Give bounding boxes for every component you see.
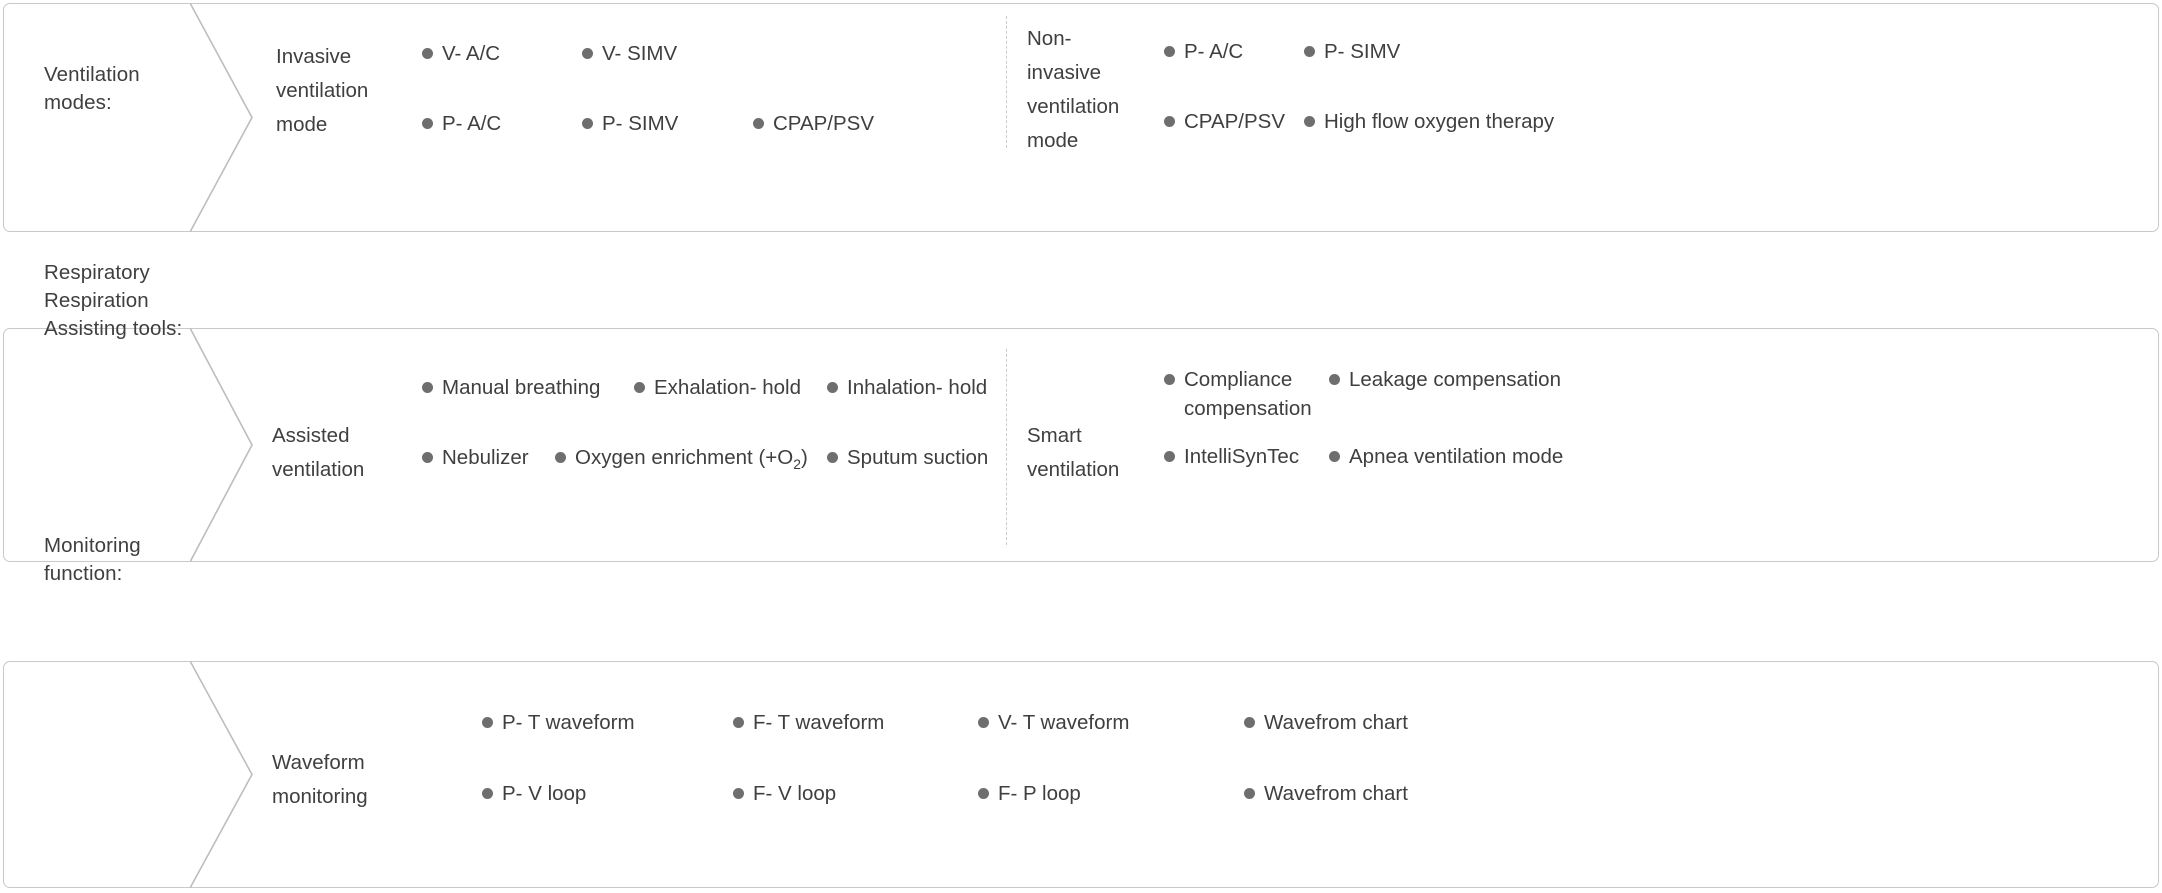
list-item[interactable]: F- P loop: [978, 779, 1081, 808]
bullet-dot-icon: [1164, 116, 1175, 127]
list-item[interactable]: P- SIMV: [1304, 37, 1400, 66]
group-label-non-invasive-ventilation-mode: Non-invasive ventilation mode: [1027, 27, 1120, 152]
list-item[interactable]: Leakage compensation: [1329, 365, 1561, 394]
list-item[interactable]: Nebulizer: [422, 443, 529, 472]
bullet-dot-icon: [753, 118, 764, 129]
chevron-divider-icon: [190, 3, 256, 232]
bullet-dot-icon: [1244, 717, 1255, 728]
bullet-dot-icon: [1164, 451, 1175, 462]
bullet-dot-icon: [1304, 46, 1315, 57]
section-card-monitoring-function: Monitoring function: Waveform monitoring…: [3, 534, 2159, 888]
category-label-monitoring-function: Monitoring function:: [44, 534, 141, 585]
list-item[interactable]: Sputum suction: [827, 443, 988, 472]
list-item[interactable]: CPAP/PSV: [1164, 107, 1285, 136]
chevron-divider-icon: [190, 661, 256, 888]
group-label-smart-ventilation: Smart ventilation: [1027, 424, 1120, 481]
bullet-dot-icon: [634, 382, 645, 393]
group-label-assisted-ventilation: Assisted ventilation: [272, 424, 365, 481]
bullet-dot-icon: [827, 452, 838, 463]
list-item[interactable]: P- A/C: [422, 109, 501, 138]
list-item[interactable]: P- T waveform: [482, 708, 635, 737]
bullet-dot-icon: [1164, 46, 1175, 57]
bullet-dot-icon: [555, 452, 566, 463]
bullet-dot-icon: [582, 118, 593, 129]
list-item[interactable]: Compliance compensation: [1164, 365, 1312, 423]
chevron-divider-icon: [190, 328, 256, 562]
list-item[interactable]: Wavefrom chart: [1244, 708, 1408, 737]
list-item[interactable]: P- A/C: [1164, 37, 1243, 66]
list-item[interactable]: F- T waveform: [733, 708, 884, 737]
list-item[interactable]: V- SIMV: [582, 39, 677, 68]
bullet-dot-icon: [1329, 451, 1340, 462]
bullet-dot-icon: [978, 788, 989, 799]
bullet-dot-icon: [827, 382, 838, 393]
section-card-ventilation-modes: Ventilation modes: Invasive ventilation …: [3, 3, 2159, 232]
list-item[interactable]: Apnea ventilation mode: [1329, 442, 1563, 471]
bullet-dot-icon: [978, 717, 989, 728]
list-item[interactable]: P- V loop: [482, 779, 586, 808]
list-item[interactable]: F- V loop: [733, 779, 836, 808]
list-item[interactable]: Inhalation- hold: [827, 373, 987, 402]
vertical-dotted-divider: [1006, 349, 1008, 545]
list-item[interactable]: Exhalation- hold: [634, 373, 801, 402]
bullet-dot-icon: [422, 118, 433, 129]
bullet-dot-icon: [422, 452, 433, 463]
bullet-dot-icon: [582, 48, 593, 59]
vertical-dotted-divider: [1006, 16, 1008, 148]
bullet-dot-icon: [733, 717, 744, 728]
category-label-respiratory-assisting-tools: Respiratory Respiration Assisting tools:: [44, 261, 183, 340]
bullet-dot-icon: [422, 382, 433, 393]
list-item[interactable]: Wavefrom chart: [1244, 779, 1408, 808]
list-item[interactable]: Manual breathing: [422, 373, 600, 402]
group-label-invasive-ventilation-mode: Invasive ventilation mode: [276, 45, 369, 136]
bullet-dot-icon: [1329, 374, 1340, 385]
bullet-dot-icon: [1164, 374, 1175, 385]
list-item[interactable]: V- T waveform: [978, 708, 1129, 737]
category-label-ventilation-modes: Ventilation modes:: [44, 63, 140, 114]
list-item-oxygen-enrichment[interactable]: Oxygen enrichment (+O2): [555, 443, 808, 479]
bullet-dot-icon: [422, 48, 433, 59]
bullet-dot-icon: [1244, 788, 1255, 799]
bullet-dot-icon: [482, 717, 493, 728]
bullet-dot-icon: [482, 788, 493, 799]
list-item[interactable]: High flow oxygen therapy: [1304, 107, 1554, 136]
list-item[interactable]: V- A/C: [422, 39, 500, 68]
list-item[interactable]: P- SIMV: [582, 109, 678, 138]
list-item[interactable]: CPAP/PSV: [753, 109, 874, 138]
list-item[interactable]: IntelliSynTec: [1164, 442, 1299, 471]
section-card-respiratory-assisting-tools: Respiratory Respiration Assisting tools:…: [3, 261, 2159, 562]
bullet-dot-icon: [1304, 116, 1315, 127]
group-label-waveform-monitoring: Waveform monitoring: [272, 751, 368, 808]
bullet-dot-icon: [733, 788, 744, 799]
